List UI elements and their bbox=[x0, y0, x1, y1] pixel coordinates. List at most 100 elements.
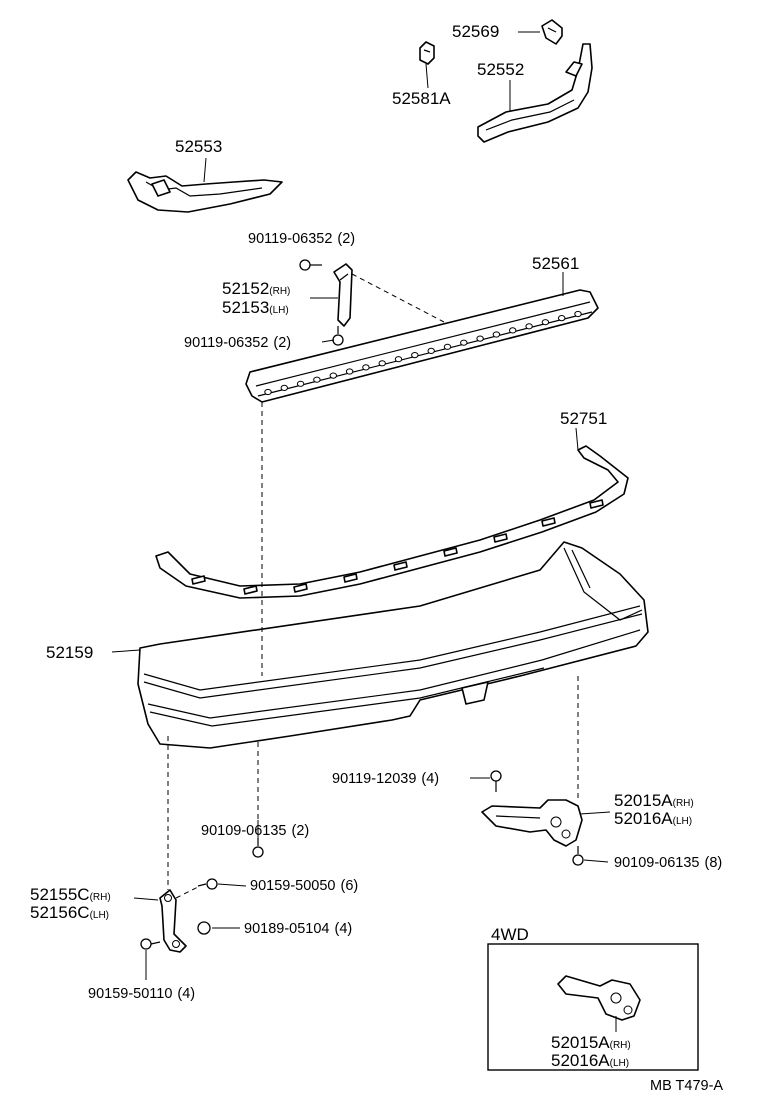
side-rh: (RH) bbox=[90, 892, 111, 903]
bracket-52015a bbox=[481, 799, 583, 847]
bolt-qty-g: (4) bbox=[334, 921, 352, 937]
mounting-hole bbox=[492, 331, 501, 338]
side-lh: (LH) bbox=[673, 816, 692, 827]
part-52569: 52569 bbox=[452, 22, 499, 41]
inset-part-52015a: 52015A bbox=[551, 1033, 610, 1052]
bolt-icon bbox=[197, 921, 211, 935]
bolt-qty-d: (2) bbox=[291, 823, 309, 839]
retainer-tab bbox=[541, 517, 556, 527]
diagram-reference: MB T479-A bbox=[650, 1078, 723, 1094]
bolt-icon bbox=[332, 326, 344, 346]
svg-text:52016A(LH): 52016A(LH) bbox=[614, 809, 692, 828]
svg-text:52016A(LH): 52016A(LH) bbox=[551, 1051, 629, 1070]
mounting-hole bbox=[541, 319, 550, 326]
part-52552: 52552 bbox=[477, 60, 524, 79]
bolt-number-f: 90159-50050 bbox=[250, 878, 335, 894]
mounting-hole bbox=[525, 323, 533, 330]
bolt-qty-e: (8) bbox=[704, 855, 722, 871]
mounting-hole bbox=[264, 388, 272, 396]
bracket-52152 bbox=[333, 263, 353, 327]
part-52581a: 52581A bbox=[392, 89, 451, 108]
mounting-hole bbox=[427, 347, 435, 354]
svg-text:90189-05104(4): 90189-05104 (4) bbox=[244, 921, 352, 937]
part-52015a: 52015A bbox=[614, 791, 673, 810]
mounting-hole bbox=[476, 335, 484, 342]
mounting-hole bbox=[280, 384, 288, 391]
svg-text:90159-50050(6): 90159-50050 (6) bbox=[250, 878, 358, 894]
bolt-icon bbox=[197, 878, 218, 890]
side-rh: (RH) bbox=[269, 286, 290, 297]
svg-text:90119-12039(4): 90119-12039 (4) bbox=[332, 771, 439, 787]
bumper-cover-52159 bbox=[137, 541, 649, 749]
bolt-number-g: 90189-05104 bbox=[244, 921, 329, 937]
side-bracket-52553 bbox=[127, 171, 283, 213]
svg-text:90119-06352(2): 90119-06352(2) bbox=[248, 231, 355, 247]
part-52016a: 52016A bbox=[614, 809, 673, 828]
svg-text:90159-50110(4): 90159-50110 (4) bbox=[88, 986, 195, 1002]
retainer-tab bbox=[443, 547, 458, 557]
mounting-hole bbox=[411, 352, 419, 359]
bolt-number-c: 90119-12039 bbox=[332, 771, 416, 787]
bracket-52155c bbox=[159, 889, 187, 953]
inset-side-rh: (RH) bbox=[610, 1040, 631, 1051]
mounting-hole bbox=[574, 310, 582, 318]
part-52153: 52153 bbox=[222, 298, 269, 317]
side-bracket-52552 bbox=[477, 43, 593, 143]
svg-text:52015A(RH): 52015A(RH) bbox=[614, 791, 694, 810]
bolt-icon bbox=[299, 259, 322, 271]
side-lh: (LH) bbox=[269, 305, 288, 316]
svg-text:52015A(RH): 52015A(RH) bbox=[551, 1033, 631, 1052]
bracket-52015a-4wd bbox=[557, 975, 641, 1021]
part-52751: 52751 bbox=[560, 409, 607, 428]
mounting-hole bbox=[443, 343, 452, 350]
part-52561: 52561 bbox=[532, 254, 579, 273]
inset-part-52016a: 52016A bbox=[551, 1051, 610, 1070]
inset-title: 4WD bbox=[491, 925, 529, 944]
bolt-number-b: 90119-06352 bbox=[184, 335, 268, 351]
retainer-tab bbox=[393, 561, 408, 571]
svg-text:52152(RH): 52152(RH) bbox=[222, 279, 290, 298]
mounting-hole bbox=[345, 368, 354, 375]
part-52159: 52159 bbox=[46, 643, 93, 662]
svg-text:90109-06135(2): 90109-06135 (2) bbox=[201, 823, 309, 839]
svg-text:52153(LH): 52153(LH) bbox=[222, 298, 289, 317]
bolt-qty-f: (6) bbox=[340, 878, 358, 894]
retainer-tab bbox=[343, 573, 358, 583]
retainer-tab bbox=[191, 575, 206, 585]
svg-text:90119-06352(2): 90119-06352 (2) bbox=[184, 335, 291, 351]
mounting-hole bbox=[558, 315, 566, 322]
clip-52569 bbox=[541, 19, 563, 45]
bolt-qty-h: (4) bbox=[177, 986, 195, 1002]
mounting-hole bbox=[296, 380, 305, 387]
bolt-number-h: 90159-50110 bbox=[88, 986, 172, 1002]
side-rh: (RH) bbox=[673, 798, 694, 809]
inset-side-lh: (LH) bbox=[610, 1058, 629, 1069]
retainer-tab bbox=[293, 583, 308, 593]
side-lh: (LH) bbox=[90, 910, 109, 921]
mounting-hole bbox=[460, 339, 468, 346]
part-52155c: 52155C bbox=[30, 885, 90, 904]
part-52156c: 52156C bbox=[30, 903, 90, 922]
bolt-icon bbox=[140, 938, 161, 950]
bolt-qty-c: (4) bbox=[421, 771, 439, 787]
bolt-qty-b: (2) bbox=[273, 335, 291, 351]
retainer-tab bbox=[493, 533, 508, 543]
mounting-hole bbox=[329, 372, 337, 379]
retainer-tab bbox=[589, 499, 604, 509]
inset-4wd: 4WD 52015A(RH) 52016A(LH) bbox=[487, 925, 699, 1071]
assembly-lines bbox=[167, 273, 579, 899]
bolt-icon bbox=[490, 770, 502, 792]
reinforcement-52561 bbox=[245, 289, 599, 403]
mounting-hole bbox=[362, 364, 370, 371]
part-52152: 52152 bbox=[222, 279, 269, 298]
retainer-strip-52751 bbox=[155, 445, 629, 599]
svg-text:90109-06135(8): 90109-06135 (8) bbox=[614, 855, 722, 871]
clip-52581a bbox=[419, 41, 435, 65]
bolt-number-d: 90109-06135 bbox=[201, 823, 286, 839]
bolt-number-e: 90109-06135 bbox=[614, 855, 699, 871]
bolt-qty-a: (2) bbox=[337, 231, 355, 247]
mounting-hole bbox=[313, 376, 321, 383]
mounting-hole bbox=[394, 356, 403, 363]
part-52553: 52553 bbox=[175, 137, 222, 156]
